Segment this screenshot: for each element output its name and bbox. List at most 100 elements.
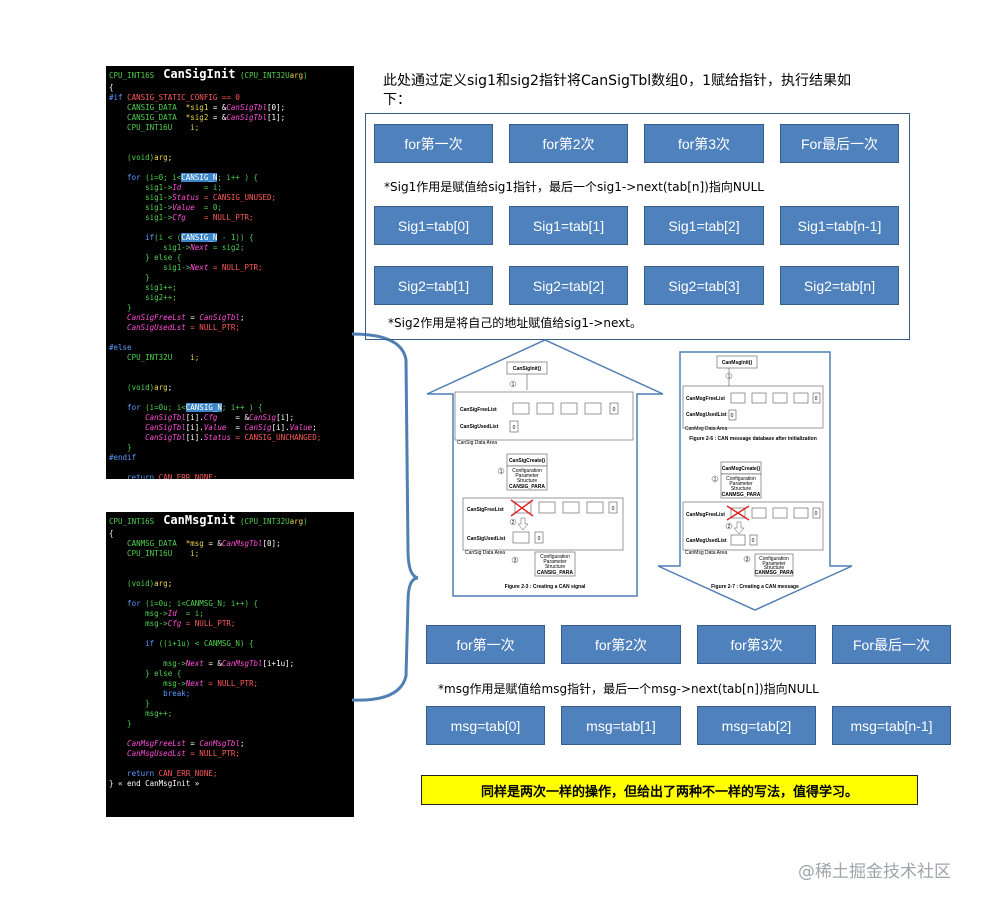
sig2-note: *Sig2作用是将自己的地址赋值给sig1->next。 <box>388 316 643 330</box>
fig-sig-area: CanSig Data Area <box>457 440 497 446</box>
code-line: { <box>109 83 351 93</box>
code-token: CAN_ERR_NONE; <box>158 769 218 778</box>
fig-sig-n3: 3 <box>514 558 517 564</box>
code-token: } <box>109 719 132 728</box>
fig-msg-zero: 0 <box>731 413 734 419</box>
code-token: CanMsgInit <box>163 513 236 527</box>
code-token: Next <box>185 659 204 668</box>
code-line: CanSigTbl[i].Status = CANSIG_UNCHANGED; <box>109 433 351 443</box>
fig-sig-cfg3: Structure <box>517 478 538 484</box>
code-token: [i]. <box>185 423 204 432</box>
code-token: = NULL_PTR; <box>203 679 259 688</box>
code-token: = NULL_PTR; <box>208 263 263 272</box>
code-line: #endif <box>109 453 351 463</box>
for-box-sig: For最后一次 <box>780 124 899 163</box>
code-line: if ((i+1u) < CANMSG_N) { <box>109 639 351 649</box>
fig-msg-n3: 3 <box>746 557 749 563</box>
code-token: #if <box>109 93 128 102</box>
code-token: sig2++; <box>109 293 177 302</box>
code-token: = sig2; <box>208 243 245 252</box>
code-line: } « end CanMsgInit » <box>109 779 351 789</box>
code-line: (void)arg; <box>109 579 351 589</box>
fig-msg-cfg1: Configuration <box>759 556 789 562</box>
code-line <box>109 393 351 403</box>
fig-sig-used: CanSigUsedList <box>460 424 499 430</box>
code-line: CANMSG_DATA *msg = &CanMsgTbl[0]; <box>109 539 351 549</box>
code-token: CPU_INT16S <box>109 71 164 80</box>
code-token: CanSig <box>244 423 272 432</box>
fig-msg-used: CanMsgUsedList <box>686 538 727 544</box>
sig1-note: *Sig1作用是赋值给sig1指针，最后一个sig1->next(tab[n])… <box>384 180 764 194</box>
code-token: arg <box>154 579 168 588</box>
code-token: msg-> <box>109 619 168 628</box>
code-token: CanMsgFreeLst <box>109 739 186 748</box>
code-token: = <box>185 739 200 748</box>
code-token: (void) <box>109 383 155 392</box>
code-line: CanMsgUsedLst = NULL_PTR; <box>109 749 351 759</box>
sig2-box: Sig2=tab[n] <box>780 266 899 305</box>
code-token: CanMsgTbl <box>221 659 263 668</box>
code-line <box>109 759 351 769</box>
code-token: CANSIG_N <box>181 233 218 242</box>
code-token: msg-> <box>109 659 186 668</box>
code-token: CANSIG_DATA <box>109 103 186 112</box>
code-line: sig1->Cfg = NULL_PTR; <box>109 213 351 223</box>
code-line <box>109 373 351 383</box>
fig-sig-zero: 0 <box>613 407 616 413</box>
code-line: sig1->Id = i; <box>109 183 351 193</box>
fig-msg-zero: 0 <box>815 511 818 517</box>
code-line: (void)arg; <box>109 153 351 163</box>
code-token: [0]; <box>267 103 286 112</box>
fig-msg-caption1: Figure 2-6 : CAN message database after … <box>689 436 817 442</box>
code-line: if(i < (CANSIG_N - 1)) { <box>109 233 351 243</box>
code-line: CPU_INT16U i; <box>109 123 351 133</box>
code-token: } <box>109 699 150 708</box>
fig-sig-area: CanSig Data Area <box>465 550 505 556</box>
code-panel-cansiginit: CPU_INT16S CanSigInit (CPU_INT32Uarg){#i… <box>106 66 354 479</box>
code-line: (void)arg; <box>109 383 351 393</box>
code-token: ; <box>167 153 173 162</box>
code-line: msg->Cfg = NULL_PTR; <box>109 619 351 629</box>
code-line: CanSigTbl[i].Value = CanSig[i].Value; <box>109 423 351 433</box>
code-token: Cfg <box>172 213 186 222</box>
code-token: Id <box>167 609 177 618</box>
fig-sig-n2: 2 <box>512 520 515 526</box>
code-line: CANSIG_DATA *sig1 = &CanSigTbl[0]; <box>109 103 351 113</box>
code-token: #else <box>109 343 132 352</box>
fig-msg-used: CanMsgUsedList <box>686 412 727 418</box>
code-token: = i; <box>181 183 222 192</box>
code-token: CPU_INT32U <box>109 353 191 362</box>
code-line: sig1->Value = 0; <box>109 203 351 213</box>
conclusion-highlight: 同样是两次一样的操作，但给出了两种不一样的写法，值得学习。 <box>421 775 918 805</box>
msg-box: msg=tab[2] <box>697 706 816 745</box>
code-line: sig1++; <box>109 283 351 293</box>
code-token: ; <box>239 739 245 748</box>
fig-sig-zero: 0 <box>612 506 615 512</box>
code-line: CanSigFreeLst = CanSigTbl; <box>109 313 351 323</box>
code-token: CanMsgUsedLst <box>109 749 186 758</box>
code-token: CanSigFreeLst <box>109 313 186 322</box>
code-token: CanMsgTbl <box>221 539 263 548</box>
code-line: CPU_INT16U i; <box>109 549 351 559</box>
code-token: i; <box>190 123 200 132</box>
code-token: CanSigTbl <box>199 313 240 322</box>
for-box-sig: for第3次 <box>644 124 764 163</box>
code-token: (i=0; i< <box>145 173 182 182</box>
code-line: CPU_INT32U i; <box>109 353 351 363</box>
sig1-box: Sig1=tab[2] <box>644 206 764 245</box>
fig-sig-create: CanSigCreate() <box>509 458 545 464</box>
fig-msg-n1: 1 <box>728 374 731 380</box>
code-token: = & <box>217 413 249 422</box>
code-token: } <box>109 443 132 452</box>
code-token: arg <box>289 71 304 80</box>
code-token: ; <box>239 313 245 322</box>
fig-sig-zero: 0 <box>513 425 516 431</box>
code-line: } <box>109 699 351 709</box>
code-line: CanSigUsedLst = NULL_PTR; <box>109 323 351 333</box>
code-token: arg <box>154 153 168 162</box>
code-token: CanSigUsedLst <box>109 323 186 332</box>
code-token: [i]; <box>276 413 295 422</box>
msg-box: msg=tab[0] <box>426 706 545 745</box>
fig-msg-para: CANMSG_PARA <box>755 570 794 576</box>
code-token: Cfg <box>203 413 218 422</box>
